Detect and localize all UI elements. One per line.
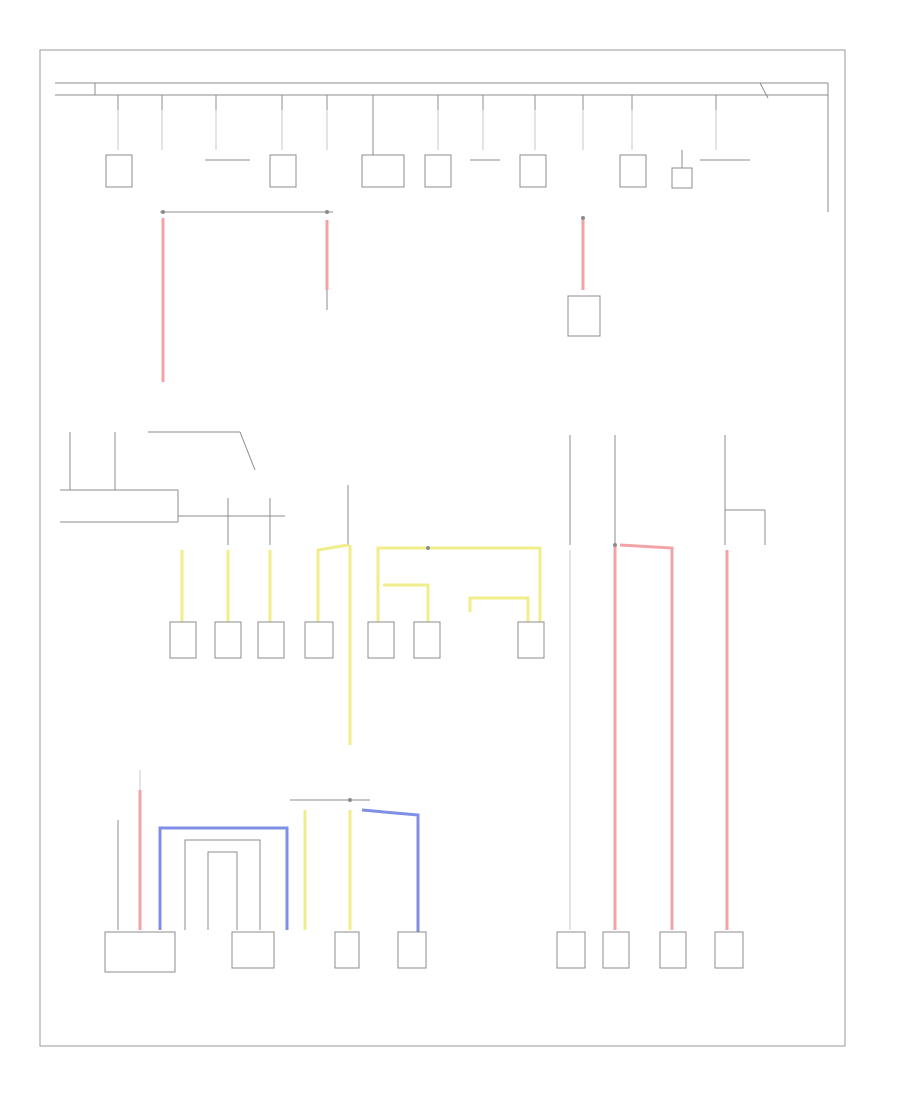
control-module-upper (567, 295, 601, 337)
lower-wiring (117, 770, 420, 932)
page-frame (39, 49, 846, 1047)
red-feed-wires (161, 218, 585, 382)
fuse-block-bus (55, 82, 829, 212)
relay-4 (424, 154, 452, 188)
splice-nodes (161, 210, 617, 550)
relay-1 (105, 154, 133, 188)
relay-5 (519, 154, 547, 188)
bottom-components (104, 931, 744, 973)
relay-3 (361, 154, 405, 188)
relay-2 (269, 154, 297, 188)
mid-components (169, 621, 545, 659)
relay-7 (671, 167, 693, 189)
mid-section-wiring (60, 431, 766, 545)
control-module-bottom-left (104, 931, 176, 973)
fuse-drops (117, 95, 717, 155)
relay-6 (619, 154, 647, 188)
fuse-elements (117, 110, 717, 150)
fuse-block-relays (105, 150, 750, 189)
yellow-wires-mid (180, 543, 542, 745)
sensor-assembly (231, 931, 275, 969)
red-wires-right (569, 543, 729, 930)
